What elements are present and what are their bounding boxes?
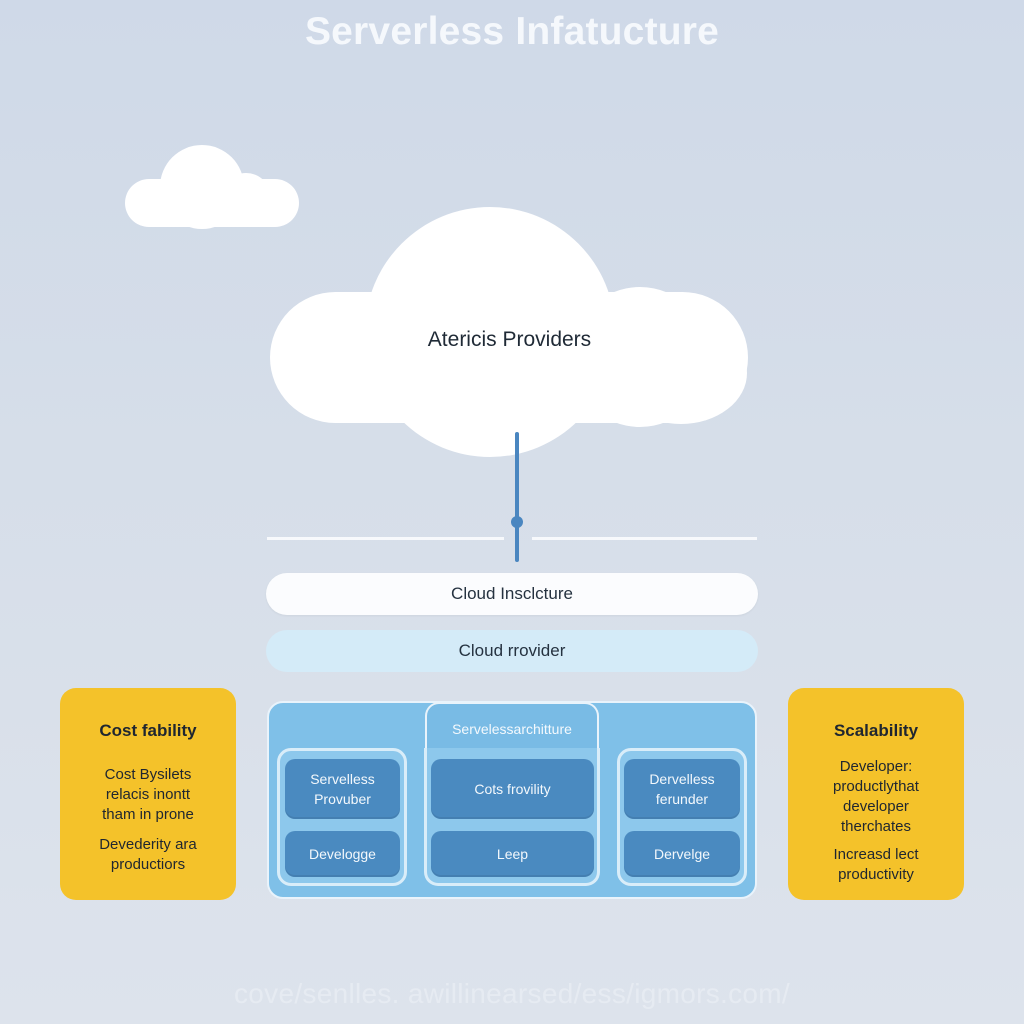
cost-card-heading: Cost fability [99,721,197,740]
divider-left [267,537,504,540]
connector-line [515,432,519,562]
scalability-card-line: productlythat [833,778,919,795]
scalability-card: Scalability Developer: productlythat dev… [788,688,964,900]
scalability-card-line: therchates [840,818,912,835]
scalability-card-line: Increasd lect [833,846,919,863]
develop-block-right: Dervelge [624,831,740,877]
main-cloud-label: Atericis Providers [427,328,592,351]
cost-card-line: Devederity ara [99,836,197,853]
cost-card: Cost fability Cost Bysilets relacis inon… [60,688,236,900]
cloud-provider-bar: Cloud rrovider [266,630,758,672]
serverless-provider-line: Provuber [314,791,371,807]
serverless-frontend-line: ferunder [655,791,709,807]
diagram-title: Serverless Infatucture [304,10,720,53]
develop-block-left: Develogge [285,831,400,877]
divider-right [532,537,757,540]
leep-block: Leep [431,831,594,877]
architecture-tab-label: Servelessarchitture [425,702,599,754]
scalability-card-heading: Scalability [833,721,919,740]
serverless-provider-line: Servelless [310,771,375,787]
serverless-provider-block: Servelless Provuber [285,759,400,819]
cloud-infrastructure-bar: Cloud Insclcture [266,573,758,615]
cost-card-line: relacis inontt [105,786,191,803]
cost-card-line: productiors [110,856,186,873]
serverless-frontend-block: Dervelless ferunder [624,759,740,819]
scalability-card-line: developer [843,798,909,815]
scalability-card-line: productivity [838,866,914,883]
connector-node [511,516,523,528]
cost-card-line: tham in prone [102,806,194,823]
footer-url: cove/senlles. awillinearsed/ess/igmors.c… [233,978,790,1009]
cost-card-line: Cost Bysilets [104,766,192,783]
serverless-frontend-line: Dervelless [649,771,715,787]
small-cloud-icon [125,145,300,229]
cost-flexibility-block: Cots frovility [431,759,594,819]
main-cloud [270,207,748,457]
scalability-card-line: Developer: [839,758,913,775]
